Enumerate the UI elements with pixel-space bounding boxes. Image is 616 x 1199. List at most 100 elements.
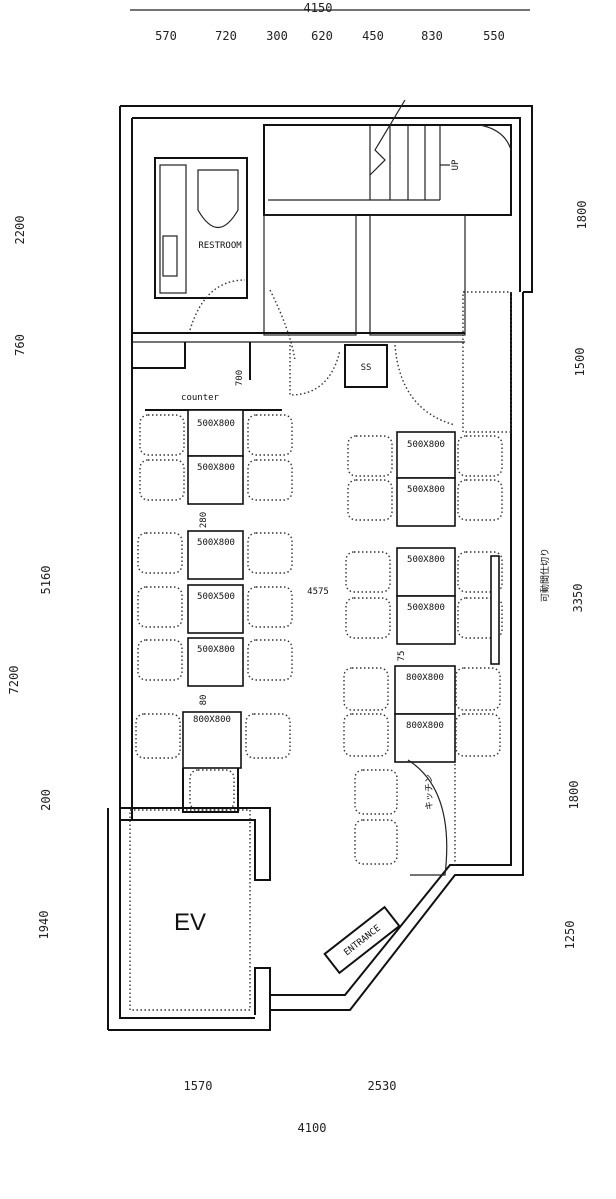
left-dimension-5: 200 — [39, 789, 53, 811]
left-dimensions: 2200 760 5160 7200 200 1940 — [7, 216, 53, 940]
movable-partition — [490, 555, 500, 665]
corridor-room — [263, 214, 357, 336]
chair-r6a — [343, 713, 389, 757]
right-tables: 500X800 500X800 500X800 500X800 800X800 … — [394, 431, 456, 763]
chair-l2b — [247, 459, 293, 501]
partitions: SS 700 counter — [132, 291, 512, 433]
top-dimension-3: 300 — [266, 29, 288, 43]
bottom-dimension-2: 2530 — [368, 1079, 397, 1093]
entrance-mat — [323, 905, 401, 975]
storage-room — [369, 214, 466, 336]
left-table-2 — [187, 455, 244, 505]
restroom-counter — [159, 164, 187, 294]
chair-r1a — [347, 435, 393, 477]
right-table-2 — [396, 477, 456, 527]
chair-r5b — [455, 667, 501, 711]
left-table-4-size: 500X500 — [197, 592, 235, 602]
right-side-elements: 可動間仕切り キッチン — [407, 548, 551, 876]
chair-l6c — [189, 769, 235, 811]
dim-4575: 4575 — [307, 587, 329, 597]
chair-l5b — [247, 639, 293, 681]
right-dimension-1: 1800 — [575, 201, 589, 230]
left-chairs — [135, 414, 293, 811]
bottom-dimension-1: 1570 — [184, 1079, 213, 1093]
outer-wall-right-inner — [270, 292, 512, 996]
left-table-4 — [187, 584, 244, 634]
right-table-2-size: 500X800 — [407, 485, 445, 495]
left-table-5 — [187, 637, 244, 687]
top-dimension-7: 550 — [483, 29, 505, 43]
restroom-wall — [154, 157, 248, 299]
left-dimension-6: 1940 — [37, 911, 51, 940]
right-dimension-5: 1250 — [563, 921, 577, 950]
left-dimension-4: 7200 — [7, 666, 21, 695]
bottom-dimensions: 1570 2530 4100 — [184, 1079, 397, 1135]
movable-partition-label: 可動間仕切り — [539, 548, 551, 602]
outer-wall-right — [270, 292, 524, 1011]
top-dimension-5: 450 — [362, 29, 384, 43]
outer-wall-top — [120, 105, 533, 293]
corridor-door-swing — [269, 289, 296, 361]
top-total-dimension: 4150 — [304, 1, 333, 15]
restroom-label: RESTROOM — [198, 241, 242, 251]
partition-restroom-corner — [132, 342, 186, 369]
dim-700: 700 — [235, 370, 245, 386]
dim-280: 280 — [199, 512, 209, 528]
chair-r6b — [455, 713, 501, 757]
right-table-5 — [394, 665, 456, 715]
chair-r3b — [457, 551, 503, 593]
left-table-6-size: 800X800 — [193, 715, 231, 725]
left-table-1 — [187, 409, 244, 457]
toilet-icon — [197, 169, 239, 228]
chair-l1a — [139, 414, 185, 456]
stair-up-label: UP — [451, 159, 461, 170]
elevator-shaft — [129, 809, 251, 1011]
right-table-3 — [396, 547, 456, 597]
restroom-sink — [162, 235, 178, 277]
left-dimension-1: 2200 — [13, 216, 27, 245]
outer-wall-bottom — [108, 967, 271, 1031]
right-table-4 — [396, 595, 456, 645]
elevator-wall-left-inner — [119, 820, 255, 1019]
staircase: UP — [263, 99, 512, 426]
chair-l5a — [137, 639, 183, 681]
right-table-3-size: 500X800 — [407, 555, 445, 565]
chair-l3b — [247, 532, 293, 574]
right-dimension-4: 1800 — [567, 781, 581, 810]
chair-r5a — [343, 667, 389, 711]
elevator-label: EV — [174, 909, 206, 936]
right-table-4-size: 500X800 — [407, 603, 445, 613]
chair-r2a — [347, 479, 393, 521]
left-dimension-3: 5160 — [39, 566, 53, 595]
chair-l4a — [137, 586, 183, 628]
chair-r1b — [457, 435, 503, 477]
stair-wall — [263, 124, 512, 216]
outer-walls — [108, 105, 533, 1031]
top-dimension-4: 620 — [311, 29, 333, 43]
right-table-6 — [394, 713, 456, 763]
left-table-6 — [182, 711, 242, 769]
ss-box — [344, 344, 388, 388]
ss-label: SS — [361, 363, 372, 373]
right-table-6-size: 800X800 — [406, 721, 444, 731]
top-dimension-6: 830 — [421, 29, 443, 43]
left-dimension-2: 760 — [13, 334, 27, 356]
stair-break-line — [369, 99, 406, 176]
restroom-door-swing — [189, 279, 246, 331]
chair-r7b — [354, 819, 398, 865]
top-dimensions: 4150 570 720 300 620 450 830 550 — [130, 1, 530, 43]
chair-r3a — [345, 551, 391, 593]
chair-l6b — [245, 713, 291, 759]
left-tables: 500X800 500X800 500X800 500X500 500X800 … — [182, 409, 244, 813]
kitchen-label: キッチン — [424, 774, 435, 810]
top-dimension-1: 570 — [155, 29, 177, 43]
left-table-3 — [187, 530, 244, 580]
right-dimension-2: 1500 — [573, 348, 587, 377]
chair-r4b — [457, 597, 503, 639]
stair-corner — [479, 124, 512, 151]
chair-l4b — [247, 586, 293, 628]
hall-door-swing — [289, 345, 341, 396]
chair-r2b — [457, 479, 503, 521]
chair-l2a — [139, 459, 185, 501]
